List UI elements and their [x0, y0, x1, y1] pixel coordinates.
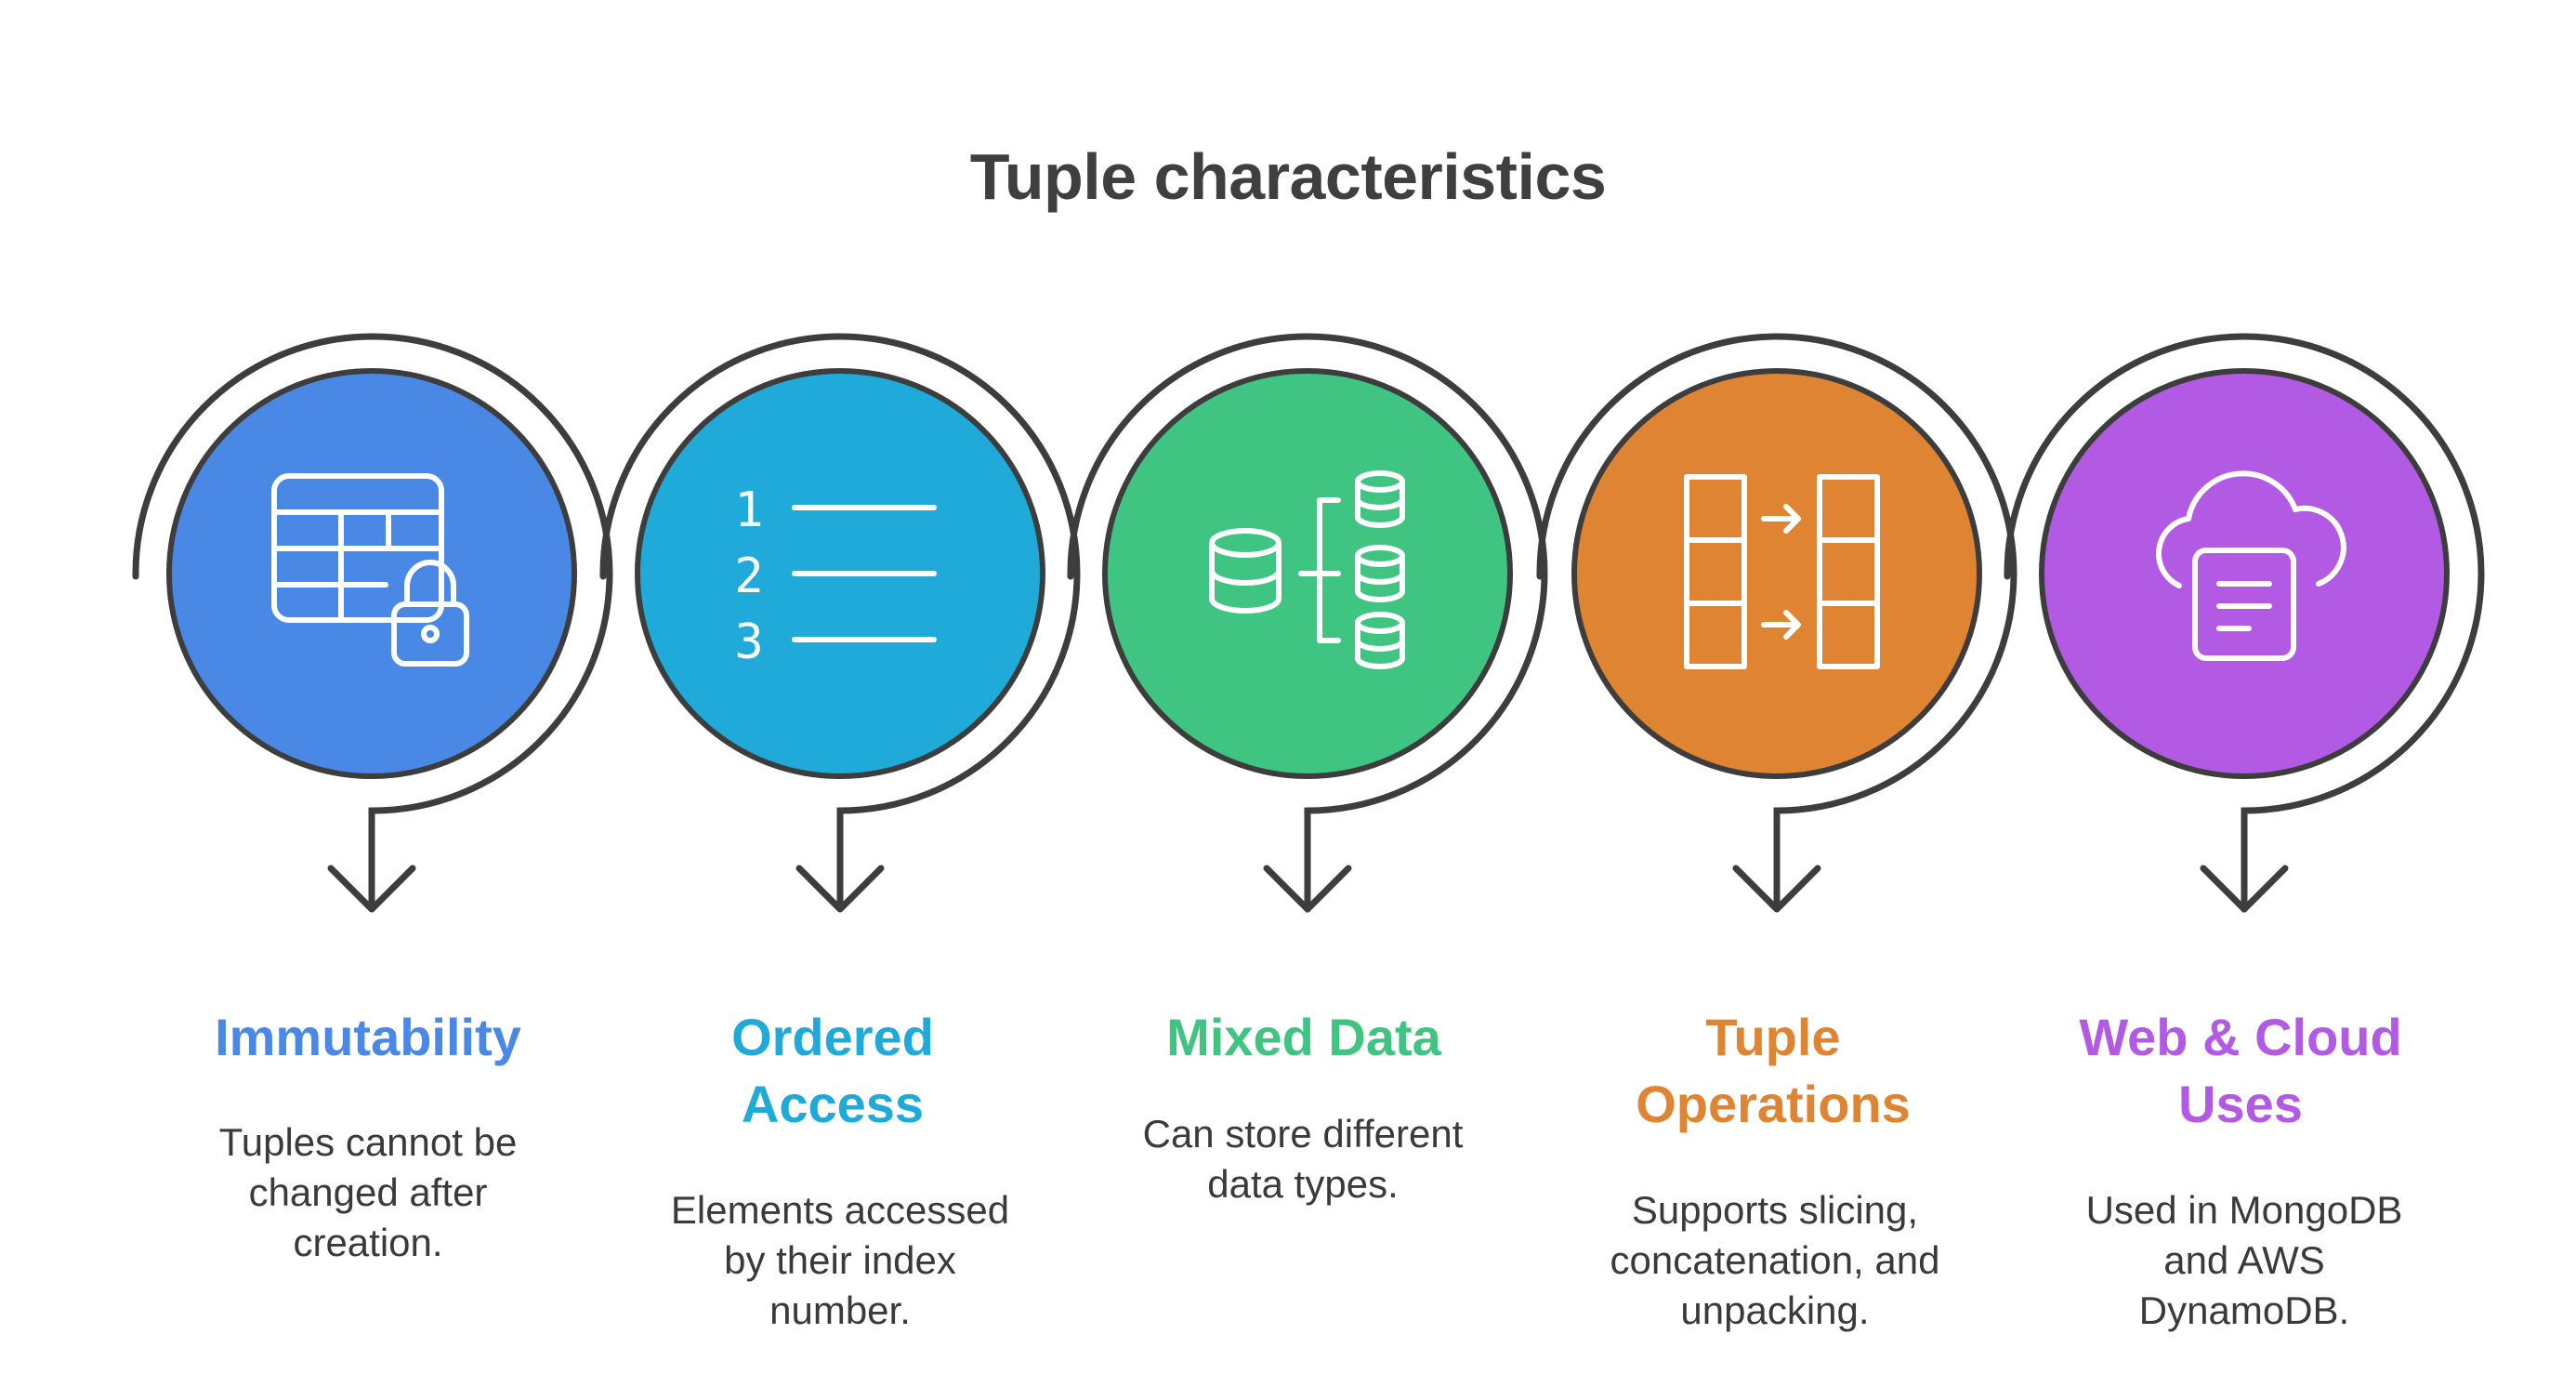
list-number-2: 2	[734, 548, 763, 604]
arrow-down-icon	[2200, 865, 2289, 913]
list-number-3: 3	[734, 614, 763, 670]
step-immutability	[132, 333, 613, 913]
table-lock-icon	[271, 473, 469, 667]
arrow-down-icon	[1263, 865, 1352, 913]
step-arc	[1067, 333, 1548, 913]
step-arc	[1536, 333, 2017, 913]
step-label-immutability: Immutability	[215, 1008, 521, 1066]
transfer-columns-icon	[1684, 474, 1880, 669]
arrow-down-icon	[327, 865, 416, 913]
step-label-web-cloud-uses: Web & Cloud Uses	[2079, 1008, 2402, 1133]
arrow-down-icon	[795, 865, 885, 913]
cloud-document-icon	[2156, 470, 2346, 661]
step-web-cloud-uses	[2004, 333, 2485, 913]
step-circle	[2039, 368, 2450, 779]
step-description-mixed-data: Can store different data types.	[1142, 1112, 1464, 1206]
step-description-tuple-operations: Supports slicing, concatenation, and unp…	[1610, 1188, 1940, 1332]
step-ordered-access: 1 2 3	[599, 333, 1081, 913]
step-circle	[1571, 368, 1982, 779]
step-mixed-data	[1067, 333, 1548, 913]
step-label-ordered-access: Ordered Access	[731, 1008, 934, 1133]
arrow-down-icon	[1732, 865, 1821, 913]
step-circle	[166, 368, 577, 779]
list-number-1: 1	[734, 482, 763, 538]
step-arc	[2004, 333, 2485, 913]
numbered-list-icon: 1 2 3	[734, 482, 937, 670]
step-arc	[132, 333, 613, 913]
diagram-title: Tuple characteristics	[969, 140, 1607, 213]
step-description-web-cloud-uses: Used in MongoDB and AWS DynamoDB.	[2085, 1188, 2403, 1332]
step-label-mixed-data: Mixed Data	[1166, 1008, 1441, 1066]
step-label-tuple-operations: Tuple Operations	[1636, 1008, 1911, 1133]
database-branch-icon	[1209, 470, 1405, 669]
step-description-ordered-access: Elements accessed by their index number.	[670, 1188, 1010, 1332]
step-tuple-operations	[1536, 333, 2017, 913]
step-description-immutability: Tuples cannot be changed after creation.	[218, 1120, 518, 1264]
step-arc	[599, 333, 1081, 913]
